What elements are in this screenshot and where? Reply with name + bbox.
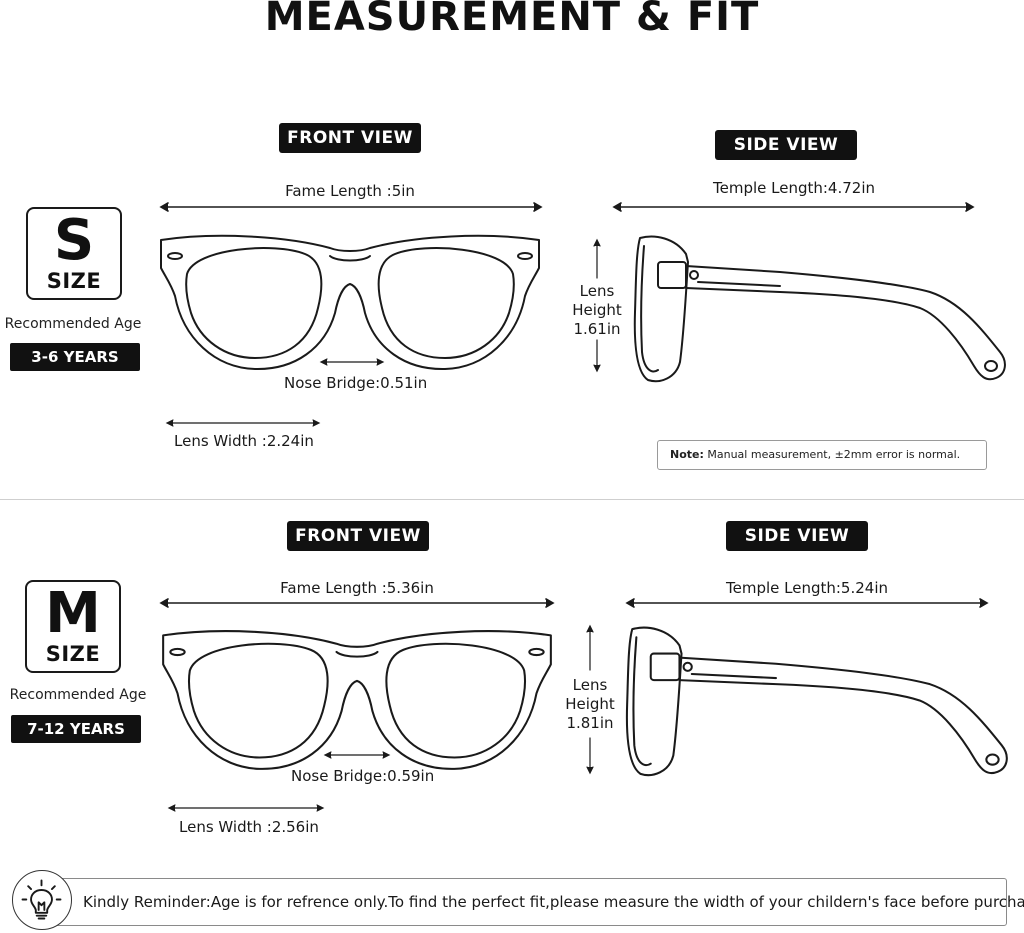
size-badge: S SIZE: [26, 207, 122, 300]
lens-height-line2: Height: [565, 695, 615, 713]
lens-height-value: 1.81in: [566, 714, 614, 732]
size-letter: M: [45, 581, 101, 646]
lightbulb-badge: [12, 870, 72, 930]
age-range-badge: 3-6 YEARS: [10, 343, 140, 371]
size-word: SIZE: [45, 642, 101, 666]
size-badge: M SIZE: [25, 580, 121, 673]
side-view-badge: SIDE VIEW: [726, 521, 868, 551]
lens-height-line1: Lens: [572, 676, 608, 694]
nose-bridge-label: Nose Bridge:0.51in: [284, 374, 428, 392]
glasses-side-icon: [633, 235, 1006, 383]
nose-bridge-label: Nose Bridge:0.59in: [291, 767, 435, 785]
reminder-box: Kindly Reminder:Age is for refrence only…: [42, 878, 1024, 926]
lens-height-label: Lens Height 1.61in: [566, 282, 628, 339]
recommended-age-label: Recommended Age: [4, 316, 142, 332]
lens-width-label: Lens Width :2.24in: [174, 432, 314, 450]
side-view-badge: SIDE VIEW: [715, 130, 857, 160]
front-view-badge: FRONT VIEW: [287, 521, 429, 551]
note-label: Note:: [670, 448, 704, 461]
note-text: Manual measurement, ±2mm error is normal…: [703, 448, 961, 461]
temple-length-label: Temple Length:4.72in: [712, 179, 875, 197]
section-divider: [0, 499, 1024, 500]
lens-height-line2: Height: [572, 301, 622, 319]
page-title: MEASUREMENT & FIT: [264, 0, 760, 40]
frame-length-label: Fame Length :5in: [285, 182, 415, 200]
glasses-side-icon: [625, 626, 1008, 777]
glasses-front-icon: [162, 630, 552, 770]
note-box: Note: Manual measurement, ±2mm error is …: [657, 440, 987, 470]
size-letter: S: [53, 208, 95, 273]
size-word: SIZE: [46, 269, 102, 293]
lens-width-label: Lens Width :2.56in: [179, 818, 319, 836]
lens-height-line1: Lens: [579, 282, 615, 300]
lightbulb-icon: [21, 879, 62, 920]
lens-height-value: 1.61in: [573, 320, 621, 338]
lens-height-label: Lens Height 1.81in: [559, 676, 621, 733]
temple-length-label: Temple Length:5.24in: [725, 579, 888, 597]
recommended-age-label: Recommended Age: [9, 687, 147, 703]
glasses-front-icon: [160, 234, 540, 371]
age-range-badge: 7-12 YEARS: [11, 715, 141, 743]
frame-length-label: Fame Length :5.36in: [280, 579, 434, 597]
front-view-badge: FRONT VIEW: [279, 123, 421, 153]
